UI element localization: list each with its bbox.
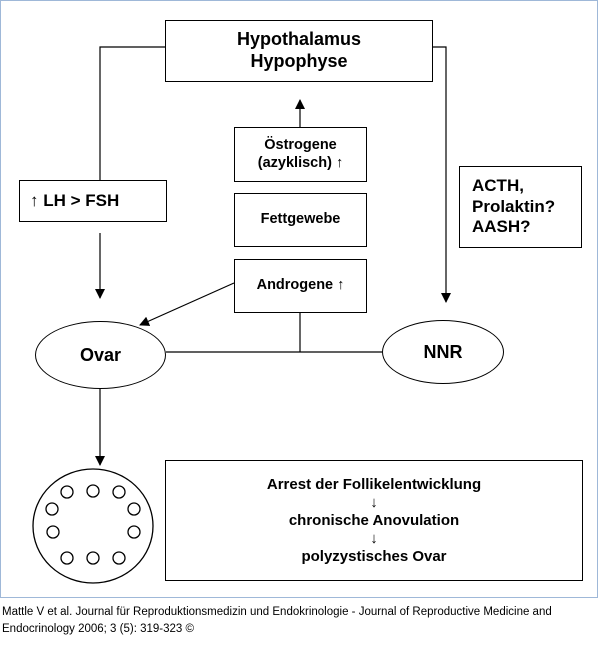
prolaktin-label: Prolaktin?	[472, 196, 556, 216]
down-arrow-2: ↓	[370, 529, 378, 547]
lh-fsh-box: ↑ LH > FSH	[19, 180, 167, 222]
oestrogene-box: Östrogene (azyklisch) ↑	[234, 127, 367, 182]
anovulation-label: chronische Anovulation	[288, 511, 460, 529]
androgene-label: Androgene ↑	[256, 277, 345, 294]
aash-label: AASH?	[472, 217, 531, 237]
fettgewebe-box: Fettgewebe	[234, 193, 367, 247]
hypothalamus-label: Hypothalamus	[236, 29, 362, 50]
nnr-label: NNR	[423, 341, 463, 362]
follikel-arrest-label: Arrest der Follikelentwicklung	[266, 475, 482, 493]
fettgewebe-label: Fettgewebe	[260, 211, 341, 228]
oestrogene-label: Östrogene	[264, 137, 337, 154]
pco-label: polyzystisches Ovar	[301, 547, 447, 565]
polycystic-ovary-icon	[32, 468, 154, 584]
connector-layer	[32, 46, 451, 584]
outcome-box: Arrest der Follikelentwicklung ↓ chronis…	[165, 460, 583, 581]
lh-fsh-label: ↑ LH > FSH	[30, 190, 120, 210]
hypothalamus-box: Hypothalamus Hypophyse	[165, 20, 433, 82]
nnr-ellipse: NNR	[382, 320, 504, 384]
arrow-hypothalamus-nnr	[433, 46, 451, 303]
ovar-label: Ovar	[79, 344, 122, 365]
arrow-androgene-ovar	[139, 282, 235, 326]
hypophyse-label: Hypophyse	[250, 51, 348, 71]
androgene-box: Androgene ↑	[234, 259, 367, 313]
connector-hypothalamus-lh	[99, 46, 165, 180]
citation-caption: Mattle V et al. Journal für Reproduktion…	[2, 606, 552, 636]
acth-box: ACTH, Prolaktin? AASH?	[459, 166, 582, 248]
acth-label: ACTH,	[472, 176, 524, 196]
down-arrow-1: ↓	[370, 493, 378, 511]
oestrogene-sublabel: (azyklisch) ↑	[257, 154, 344, 171]
ovar-ellipse: Ovar	[35, 321, 166, 389]
